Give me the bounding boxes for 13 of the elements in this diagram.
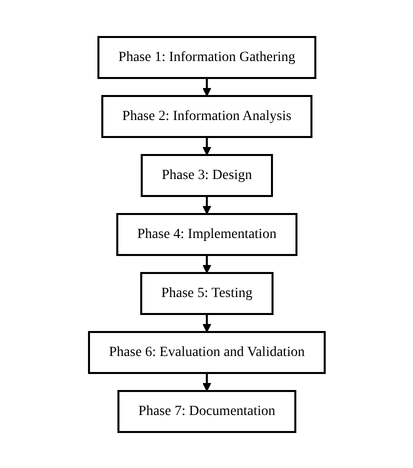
- node-box: Phase 3: Design: [140, 154, 273, 196]
- arrow: [202, 254, 211, 273]
- node-box: Phase 2: Information Analysis: [100, 94, 312, 138]
- node-box: Phase 5: Testing: [140, 272, 274, 314]
- node-box: Phase 6: Evaluation and Validation: [88, 330, 326, 374]
- node-box: Phase 7: Documentation: [117, 390, 296, 432]
- arrow: [202, 136, 211, 155]
- arrow: [202, 314, 211, 332]
- arrow: [202, 78, 211, 96]
- arrow: [202, 372, 211, 391]
- node-box: Phase 4: Implementation: [116, 212, 298, 256]
- node-box: Phase 1: Information Gathering: [97, 36, 316, 78]
- arrow: [202, 196, 211, 214]
